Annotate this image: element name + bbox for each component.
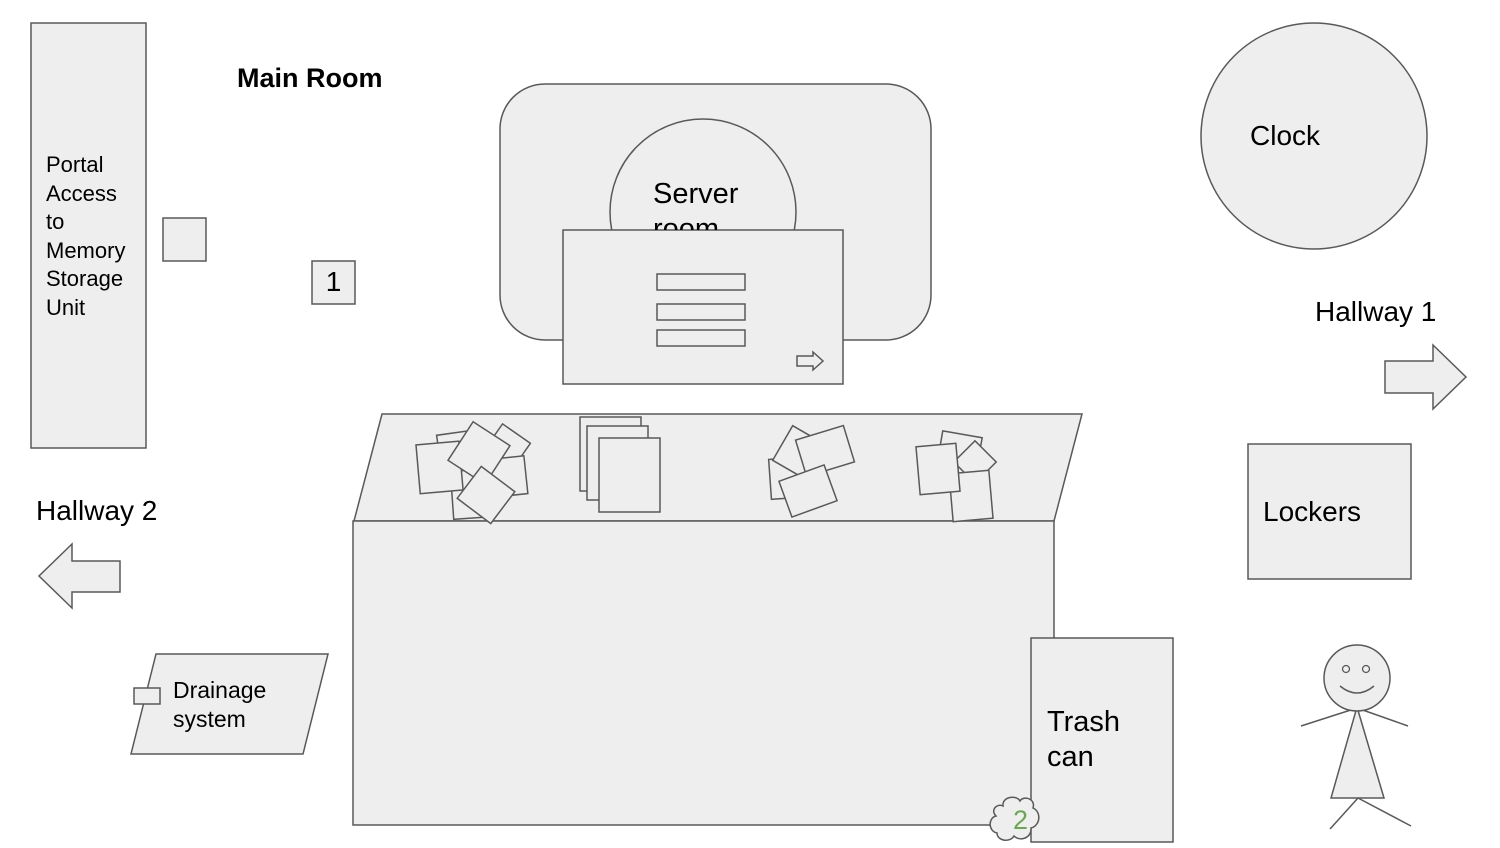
clock-circle [1200, 22, 1428, 250]
portal-box [30, 22, 147, 449]
page-title: Main Room [237, 63, 383, 93]
desk-front [352, 520, 1055, 826]
drainage-valve [133, 687, 161, 705]
login-field-3 [656, 329, 746, 347]
paper-pile-4 [915, 429, 998, 523]
hallway-1-arrow [1384, 343, 1468, 411]
login-field-1 [656, 273, 746, 291]
marker-1-label: 1 [325, 266, 342, 297]
portal-label: Portal Access to Memory Storage Unit [46, 152, 126, 320]
paper-pile-3 [767, 424, 856, 519]
drainage-label: Drainage system [173, 677, 267, 732]
lockers-box [1247, 443, 1412, 580]
hallway-1-label: Hallway 1 [1315, 296, 1437, 327]
drainage-parallelogram [130, 653, 329, 755]
hallway-2-label: Hallway 2 [36, 495, 158, 526]
server-room-label: Server room [653, 178, 739, 230]
paper-stack [579, 416, 661, 513]
trash-can-label: Trash can [1047, 706, 1121, 773]
clock-label: Clock [1250, 120, 1321, 151]
login-arrow-icon [796, 350, 825, 372]
trash-can-box [1030, 637, 1174, 843]
paper-pile-1 [415, 420, 532, 525]
lockers-label: Lockers [1263, 496, 1362, 527]
marker-1-box [311, 260, 356, 305]
hallway-2-arrow [37, 542, 121, 610]
cloud-marker-2 [989, 796, 1040, 841]
person-figure [1300, 644, 1412, 830]
person-head [1323, 644, 1391, 712]
portal-button [162, 217, 207, 262]
login-field-2 [656, 303, 746, 321]
marker-2-label: 2 [1013, 805, 1029, 835]
